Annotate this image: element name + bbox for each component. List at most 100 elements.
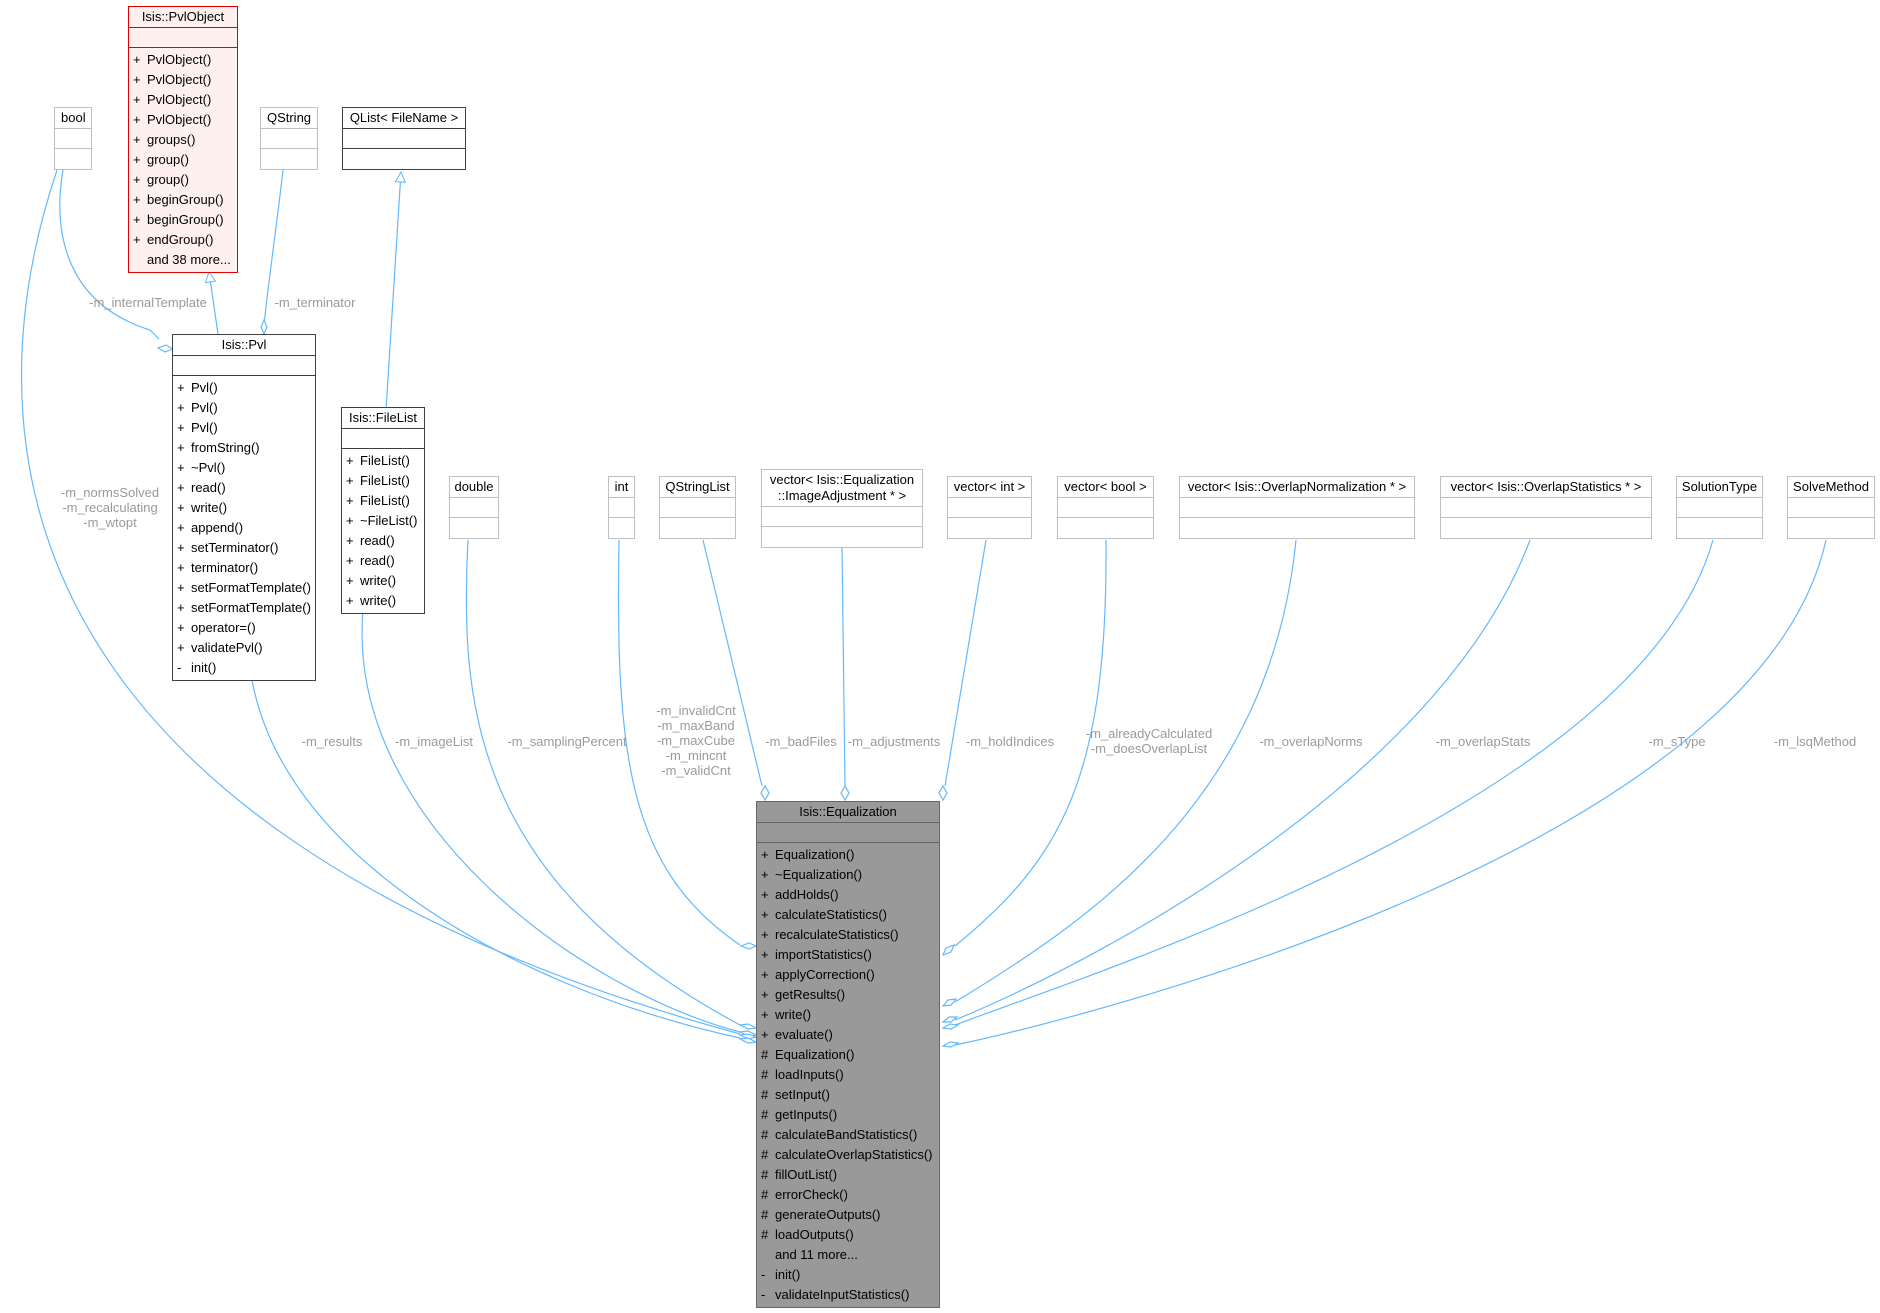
diamond-eq-pvl: [737, 1037, 759, 1044]
edge-label-lsq-method: -m_lsqMethod: [1773, 734, 1857, 749]
method: +read(): [346, 553, 395, 568]
class-title: SolutionType: [1677, 477, 1762, 498]
methods-section: +Equalization() +~Equalization() +addHol…: [757, 843, 939, 1307]
diamond-eq-int: [739, 942, 758, 950]
class-title: Isis::Equalization: [757, 802, 939, 823]
method: #Equalization(): [761, 1047, 855, 1062]
edge-label-image-list: -m_imageList: [394, 734, 474, 749]
aggregation-diamonds: [156, 318, 960, 1048]
diamond-eq-vecimgadj: [840, 784, 850, 802]
method: +fromString(): [177, 440, 260, 455]
method: +group(): [133, 172, 189, 187]
method: +setTerminator(): [177, 540, 279, 555]
edge-label-sampling-percent: -m_samplingPercent: [507, 734, 627, 749]
class-title: QString: [261, 108, 317, 129]
method: +group(): [133, 152, 189, 167]
method: -init(): [177, 660, 217, 675]
class-title: Isis::PvlObject: [129, 7, 237, 28]
edge-label-results: -m_results: [301, 734, 363, 749]
edge-vecbool-equalization: [954, 539, 1107, 947]
edge-label-overlap-stats: -m_overlapStats: [1435, 734, 1531, 749]
diamond-pvl-top: [260, 318, 268, 336]
edge-pvl-equalization: [251, 679, 741, 1039]
diamond-eq-vecovstat: [941, 1016, 959, 1023]
attributes-section: [1058, 498, 1153, 518]
class-title: QList< FileName >: [343, 108, 465, 129]
method: +evaluate(): [761, 1027, 833, 1042]
diamond-pvl-left: [156, 344, 175, 353]
method: +Pvl(): [177, 400, 218, 415]
class-title: vector< Isis::Equalization ::ImageAdjust…: [762, 470, 922, 507]
edge-bool-equalization: [20, 169, 741, 1035]
method: +groups(): [133, 132, 196, 147]
diamond-eq-soltype: [941, 1023, 960, 1030]
method: +write(): [346, 593, 397, 608]
edge-label-overlap-norms: -m_overlapNorms: [1259, 734, 1363, 749]
method: +setFormatTemplate(): [177, 580, 311, 595]
method: #loadOutputs(): [761, 1227, 854, 1242]
edge-qstringlist-equalization: [702, 539, 763, 787]
type-solve-method[interactable]: SolveMethod: [1787, 476, 1875, 539]
attributes-section: [948, 498, 1031, 518]
class-pvl[interactable]: Isis::Pvl +Pvl() +Pvl() +Pvl() +fromStri…: [172, 334, 316, 681]
edge-bool-pvl: [59, 169, 160, 340]
methods-section: +PvlObject() +PvlObject() +PvlObject() +…: [129, 48, 237, 272]
method: +operator=(): [177, 620, 256, 635]
type-int[interactable]: int: [608, 476, 635, 539]
attributes-section: [129, 28, 237, 48]
class-equalization[interactable]: Isis::Equalization +Equalization() +~Equ…: [756, 801, 940, 1308]
method: +~FileList(): [346, 513, 418, 528]
method: +FileList(): [346, 453, 410, 468]
type-qstring[interactable]: QString: [260, 107, 318, 170]
type-vector-int[interactable]: vector< int >: [947, 476, 1032, 539]
class-title: int: [609, 477, 634, 498]
edge-vecimgadj-equalization: [841, 547, 846, 787]
method: #calculateBandStatistics(): [761, 1127, 918, 1142]
method: #setInput(): [761, 1087, 830, 1102]
method: +PvlObject(): [133, 92, 212, 107]
class-title: vector< bool >: [1058, 477, 1153, 498]
edge-label-terminator: -m_terminator: [274, 295, 356, 310]
edge-vecovnorm-equalization: [954, 539, 1297, 1003]
edge-label-int-members: -m_invalidCnt -m_maxBand -m_maxCube -m_m…: [656, 703, 736, 778]
method: +write(): [761, 1007, 812, 1022]
type-vector-bool[interactable]: vector< bool >: [1057, 476, 1154, 539]
diamond-eq-vecint: [938, 784, 948, 802]
method: +endGroup(): [133, 232, 214, 247]
attributes-section: [343, 129, 465, 149]
type-qstringlist[interactable]: QStringList: [659, 476, 736, 539]
class-qlist-filename[interactable]: QList< FileName >: [342, 107, 466, 170]
attributes-section: [609, 498, 634, 518]
class-title: QStringList: [660, 477, 735, 498]
diamond-eq-double: [737, 1023, 759, 1030]
edge-label-s-type: -m_sType: [1648, 734, 1706, 749]
type-bool[interactable]: bool: [54, 107, 92, 170]
method: -init(): [761, 1267, 801, 1282]
edge-pvl-inherits-pvlobject: [209, 272, 219, 335]
type-double[interactable]: double: [449, 476, 499, 539]
attributes-section: [757, 823, 939, 843]
attributes-section: [261, 129, 317, 149]
method: +~Pvl(): [177, 460, 226, 475]
method: +Pvl(): [177, 420, 218, 435]
class-title: vector< Isis::OverlapNormalization * >: [1180, 477, 1414, 498]
edge-label-hold-indices: -m_holdIndices: [965, 734, 1055, 749]
method: +setFormatTemplate(): [177, 600, 311, 615]
class-title: double: [450, 477, 498, 498]
method: +write(): [346, 573, 397, 588]
type-solution-type[interactable]: SolutionType: [1676, 476, 1763, 539]
edge-filelist-equalization: [361, 609, 741, 1033]
type-vector-overlap-normalization[interactable]: vector< Isis::OverlapNormalization * >: [1179, 476, 1415, 539]
method: +applyCorrection(): [761, 967, 875, 982]
type-vector-overlap-statistics[interactable]: vector< Isis::OverlapStatistics * >: [1440, 476, 1652, 539]
attributes-section: [342, 429, 424, 449]
class-pvlobject[interactable]: Isis::PvlObject +PvlObject() +PvlObject(…: [128, 6, 238, 273]
edge-vecovstat-equalization: [954, 539, 1531, 1021]
class-filelist[interactable]: Isis::FileList +FileList() +FileList() +…: [341, 407, 425, 614]
attributes-section: [1788, 498, 1874, 518]
edge-solvemethod-equalization: [954, 539, 1827, 1046]
methods-section: +FileList() +FileList() +FileList() +~Fi…: [342, 449, 424, 613]
methods-section: +Pvl() +Pvl() +Pvl() +fromString() +~Pvl…: [173, 376, 315, 680]
type-vector-image-adjustment[interactable]: vector< Isis::Equalization ::ImageAdjust…: [761, 469, 923, 548]
method: +validatePvl(): [177, 640, 263, 655]
